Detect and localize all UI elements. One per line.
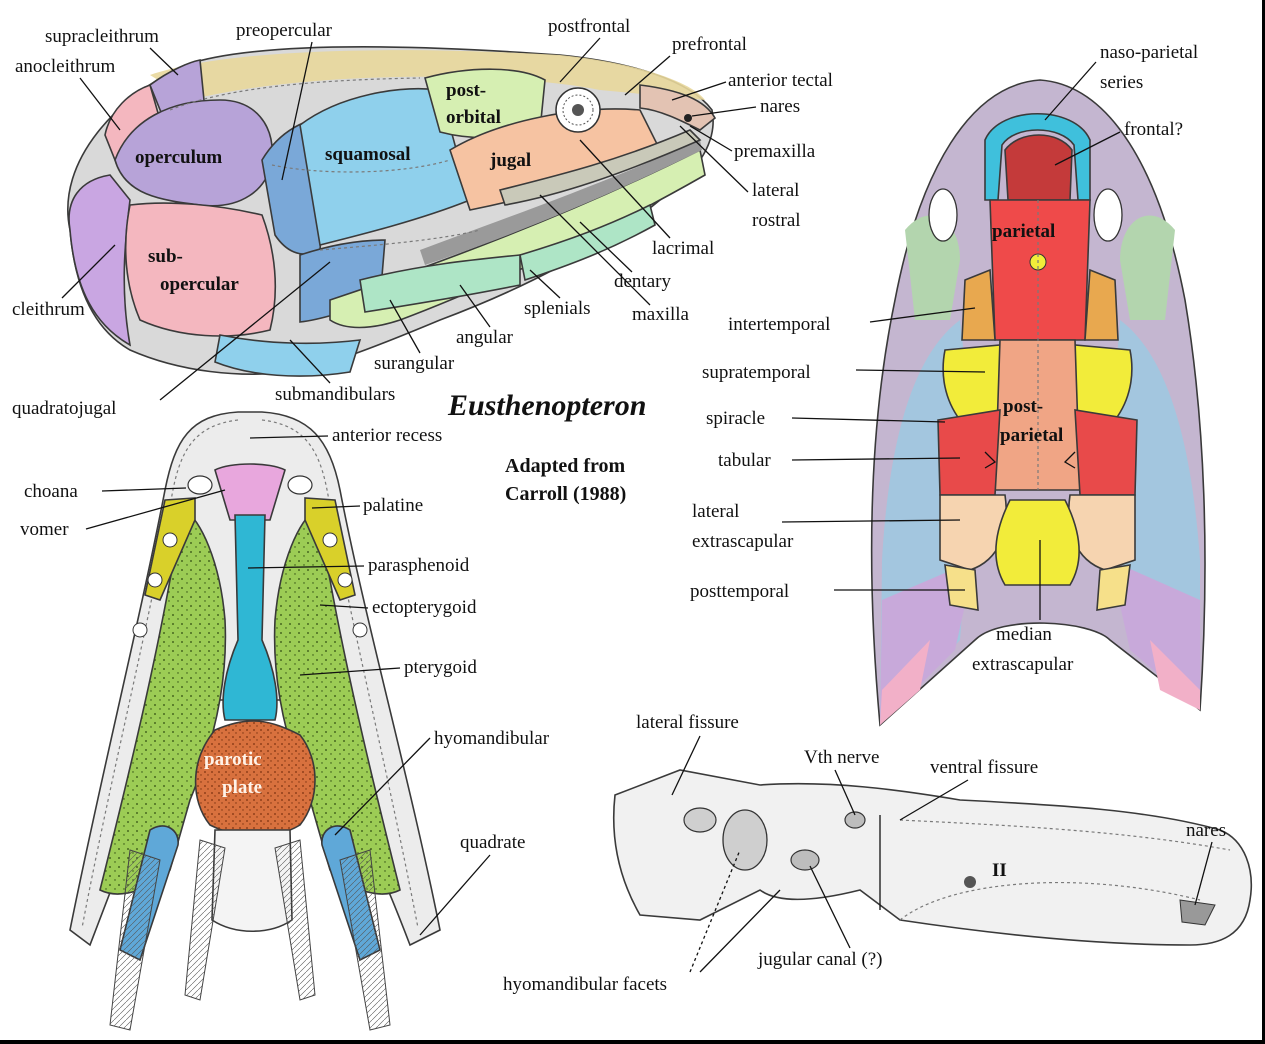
parotic-label-line2: plate xyxy=(222,777,262,798)
parasphenoid-label: parasphenoid xyxy=(368,555,470,576)
lateral-rostral-label-line2: rostral xyxy=(752,210,801,231)
intertemporal-label: intertemporal xyxy=(728,314,830,335)
braincase-cavity-1 xyxy=(723,810,767,870)
preopercular-label: preopercular xyxy=(236,20,333,41)
hyomandibular-label: hyomandibular xyxy=(434,728,550,749)
vomer-label: vomer xyxy=(20,519,69,540)
choana-opening-left xyxy=(188,476,212,494)
choana-opening-right xyxy=(288,476,312,494)
anocleithrum-label: anocleithrum xyxy=(15,56,115,77)
postorbital-label-line2: orbital xyxy=(446,107,501,128)
parietal-label: parietal xyxy=(992,221,1055,242)
median-extrascapular-label-line1: median xyxy=(996,624,1052,645)
postorbital-label-line1: post- xyxy=(446,80,486,101)
nares-lateral-label: nares xyxy=(760,96,800,117)
tooth-socket-6 xyxy=(353,623,367,637)
credit-line-1: Adapted from xyxy=(505,455,626,477)
postparietal-label-line1: post- xyxy=(1003,396,1043,417)
squamosal-label: squamosal xyxy=(325,144,411,165)
credit-line-2: Carroll (1988) xyxy=(505,483,626,505)
median-extrascapular-bone xyxy=(996,500,1079,585)
braincase-cavity-4 xyxy=(684,808,716,832)
nasoparietal-label-line1: naso-parietal xyxy=(1100,42,1198,63)
nares-braincase-label: nares xyxy=(1186,820,1226,841)
supracleithrum-label: supracleithrum xyxy=(45,26,159,47)
supratemporal-label: supratemporal xyxy=(702,362,811,383)
frontal-bone xyxy=(1005,135,1072,200)
intertemporal-right xyxy=(1085,270,1118,340)
jugular-canal-label: jugular canal (?) xyxy=(757,949,882,970)
splenials-label: splenials xyxy=(524,298,591,319)
spiracle-label: spiracle xyxy=(706,408,765,429)
postfrontal-label: postfrontal xyxy=(548,16,630,37)
braincase-ii-label: II xyxy=(992,860,1007,881)
posttemporal-left xyxy=(945,565,978,610)
submandibulars-label: submandibulars xyxy=(275,384,395,405)
lateral-fissure-label: lateral fissure xyxy=(636,712,739,733)
tooth-socket-5 xyxy=(338,573,352,587)
figure-title: Eusthenopteron xyxy=(447,389,646,422)
prefrontal-label: prefrontal xyxy=(672,34,747,55)
tooth-socket-3 xyxy=(133,623,147,637)
anterior-recess-label: anterior recess xyxy=(332,425,442,446)
lateral-extrascapular-label-line2: extrascapular xyxy=(692,531,794,552)
subopercular-label-line1: sub- xyxy=(148,246,183,267)
parotic-label-line1: parotic xyxy=(204,749,262,770)
tabular-right xyxy=(1075,410,1137,495)
anterior-tectal-label: anterior tectal xyxy=(728,70,833,91)
median-extrascapular-label-line2: extrascapular xyxy=(972,654,1074,675)
tabular-left xyxy=(938,410,1000,495)
frontal-label: frontal? xyxy=(1124,119,1183,140)
intertemporal-left xyxy=(962,270,995,340)
lateral-rostral-label-line1: lateral xyxy=(752,180,799,201)
cleithrum-label: cleithrum xyxy=(12,299,85,320)
quadrate-label: quadrate xyxy=(460,832,525,853)
tooth-socket-1 xyxy=(163,533,177,547)
optic-foramen xyxy=(964,876,976,888)
ectopterygoid-label: ectopterygoid xyxy=(372,597,477,618)
postparietal-label-line2: parietal xyxy=(1000,425,1063,446)
ventral-fissure-label: ventral fissure xyxy=(930,757,1038,778)
quadratojugal-label: quadratojugal xyxy=(12,398,116,419)
vth-nerve-label: Vth nerve xyxy=(804,747,879,768)
angular-label: angular xyxy=(456,327,514,348)
braincase-cavity-2 xyxy=(791,850,819,870)
hyomandibular-facets-label: hyomandibular facets xyxy=(503,974,667,995)
dentary-label: dentary xyxy=(614,271,671,292)
tooth-socket-4 xyxy=(323,533,337,547)
choana-label: choana xyxy=(24,481,78,502)
tabular-label: tabular xyxy=(718,450,771,471)
posttemporal-label: posttemporal xyxy=(690,581,789,602)
orbit-eye-pupil xyxy=(572,104,584,116)
subopercular-label-line2: opercular xyxy=(160,274,239,295)
pterygoid-label: pterygoid xyxy=(404,657,477,678)
lacrimal-label: lacrimal xyxy=(652,238,714,259)
dorsal-eye-left xyxy=(929,189,957,241)
subopercular-bone xyxy=(126,203,276,336)
dorsal-eye-right xyxy=(1094,189,1122,241)
nares-opening xyxy=(684,114,692,122)
posttemporal-right xyxy=(1097,565,1130,610)
lateral-extrascapular-label-line1: lateral xyxy=(692,501,739,522)
surangular-label: surangular xyxy=(374,353,455,374)
jugal-label: jugal xyxy=(489,150,531,171)
palatine-label: palatine xyxy=(363,495,423,516)
tooth-socket-2 xyxy=(148,573,162,587)
maxilla-label: maxilla xyxy=(632,304,690,325)
operculum-label: operculum xyxy=(135,147,222,168)
premaxilla-label: premaxilla xyxy=(734,141,816,162)
nasoparietal-label-line2: series xyxy=(1100,72,1143,93)
